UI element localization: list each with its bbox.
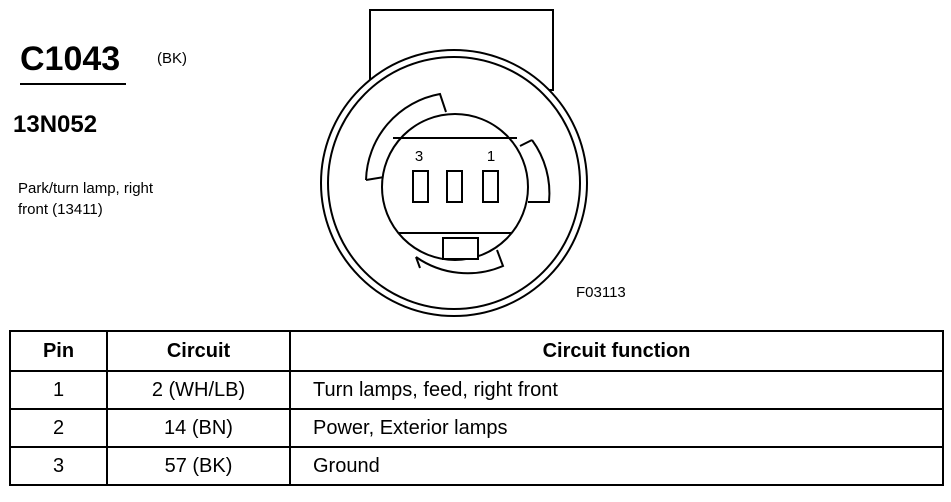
cell-circuit-function: Power, Exterior lamps [289,408,944,448]
locking-tab-top-left [365,92,447,181]
locking-tab-right [528,139,551,203]
pin-cavity-3 [412,170,429,203]
table-row: 1 2 (WH/LB) Turn lamps, feed, right fron… [9,370,944,410]
figure-code: F03113 [576,284,626,301]
header-circuit: Circuit [106,330,291,372]
cell-circuit: 14 (BN) [106,408,291,448]
cell-pin: 2 [9,408,108,448]
table-row: 2 14 (BN) Power, Exterior lamps [9,408,944,448]
pin-table-header: Pin Circuit Circuit function [9,330,944,372]
pin-cavity-1 [482,170,499,203]
table-row: 3 57 (BK) Ground [9,446,944,486]
cell-circuit: 57 (BK) [106,446,291,486]
pin-table: Pin Circuit Circuit function 1 2 (WH/LB)… [9,330,944,486]
cell-circuit-function: Ground [289,446,944,486]
header-circuit-function: Circuit function [289,330,944,372]
locking-tab-bottom-edge [415,256,421,269]
cell-pin: 1 [9,370,108,410]
cell-pin: 3 [9,446,108,486]
pin-label-1: 1 [487,148,495,165]
component-description-line-2: front (13411) [18,201,103,218]
part-number: 13N052 [13,111,98,138]
header-pin: Pin [9,330,108,372]
connector-face-diagram: 3 1 [320,9,588,317]
keying-notch [442,237,479,260]
locking-tab-right-edge [519,139,533,147]
cell-circuit-function: Turn lamps, feed, right front [289,370,944,410]
connector-color-code: (BK) [157,50,187,67]
pin-cavity-2 [446,170,463,203]
connector-id: C1043 [20,40,121,78]
component-description: Park/turn lamp, right front (13411) [18,178,218,220]
connector-id-underline [20,83,126,85]
pin-label-3: 3 [415,148,423,165]
locking-tab-bottom [415,249,505,275]
locking-tab-top-left-edge [365,176,385,181]
component-description-line-1: Park/turn lamp, right [18,180,154,197]
cell-circuit: 2 (WH/LB) [106,370,291,410]
